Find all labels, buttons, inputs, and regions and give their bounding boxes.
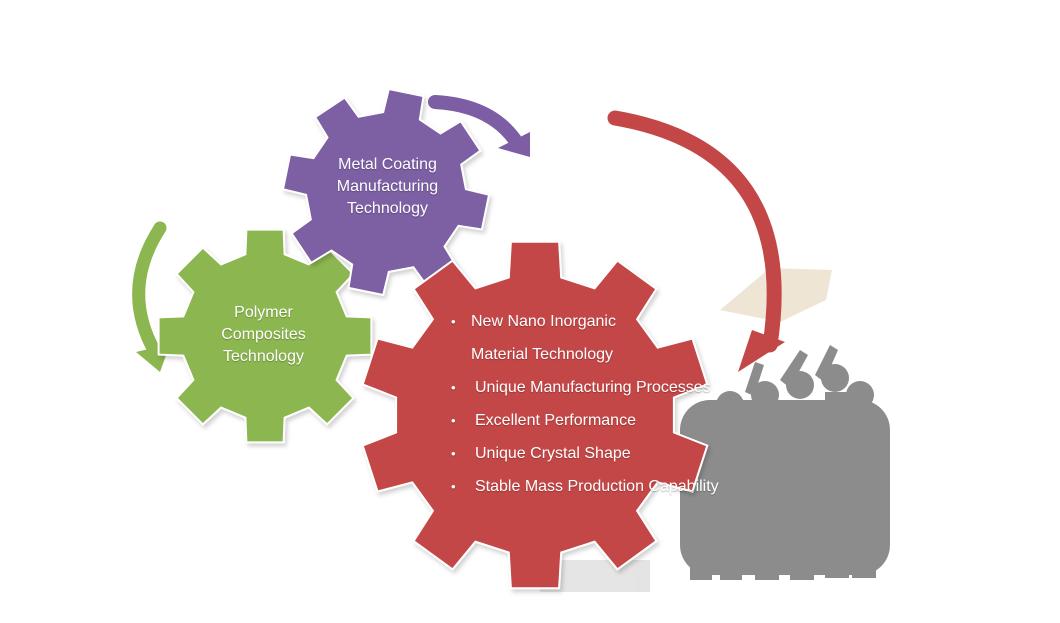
purple-arrowhead (498, 132, 530, 157)
bullet-item: • New Nano Inorganic (447, 305, 747, 338)
metal-line-3: Technology (347, 200, 428, 217)
nano-gear-shape (361, 240, 709, 590)
bullet-mark: • (451, 380, 456, 395)
red-arrowhead (738, 330, 785, 372)
polymer-line-1: Polymer (234, 304, 293, 321)
bullet-text: Unique Manufacturing Processes (475, 379, 711, 396)
metal-coating-gear (281, 87, 491, 297)
nano-technology-bullet-list: • New Nano Inorganic Material Technology… (447, 305, 747, 503)
purple-curved-arrow (428, 95, 522, 147)
bullet-text: New Nano Inorganic (471, 313, 616, 330)
metal-line-2: Manufacturing (336, 178, 439, 195)
green-curved-arrow (132, 221, 167, 359)
metal-coating-label: Metal Coating Manufacturing Technology (320, 154, 455, 220)
bullet-text: Stable Mass Production Capability (475, 478, 719, 495)
bullet-item: • Unique Crystal Shape (447, 437, 747, 470)
bullet-item: • Excellent Performance (447, 404, 747, 437)
bullet-mark: • (451, 446, 456, 461)
nano-inorganic-gear (361, 240, 709, 590)
polymer-line-2: Composites (221, 326, 306, 343)
polymer-line-3: Technology (223, 348, 304, 365)
red-curved-arrow (607, 110, 782, 353)
bullet-text: Unique Crystal Shape (475, 445, 631, 462)
bullet-item: • Unique Manufacturing Processes (447, 371, 747, 404)
bullet-mark: • (451, 413, 456, 428)
polymer-gear-shape (157, 228, 373, 444)
metal-gear-shape (281, 87, 491, 297)
bullet-mark: • (451, 314, 456, 329)
bullet-item: Material Technology (447, 338, 747, 371)
polymer-composites-gear (157, 228, 373, 444)
bullet-item: • Stable Mass Production Capability (447, 470, 747, 503)
bullet-mark: • (451, 479, 456, 494)
bullet-text: Excellent Performance (475, 412, 636, 429)
polymer-composites-label: Polymer Composites Technology (196, 302, 331, 368)
metal-line-1: Metal Coating (338, 156, 437, 173)
bullet-text: Material Technology (471, 346, 614, 363)
